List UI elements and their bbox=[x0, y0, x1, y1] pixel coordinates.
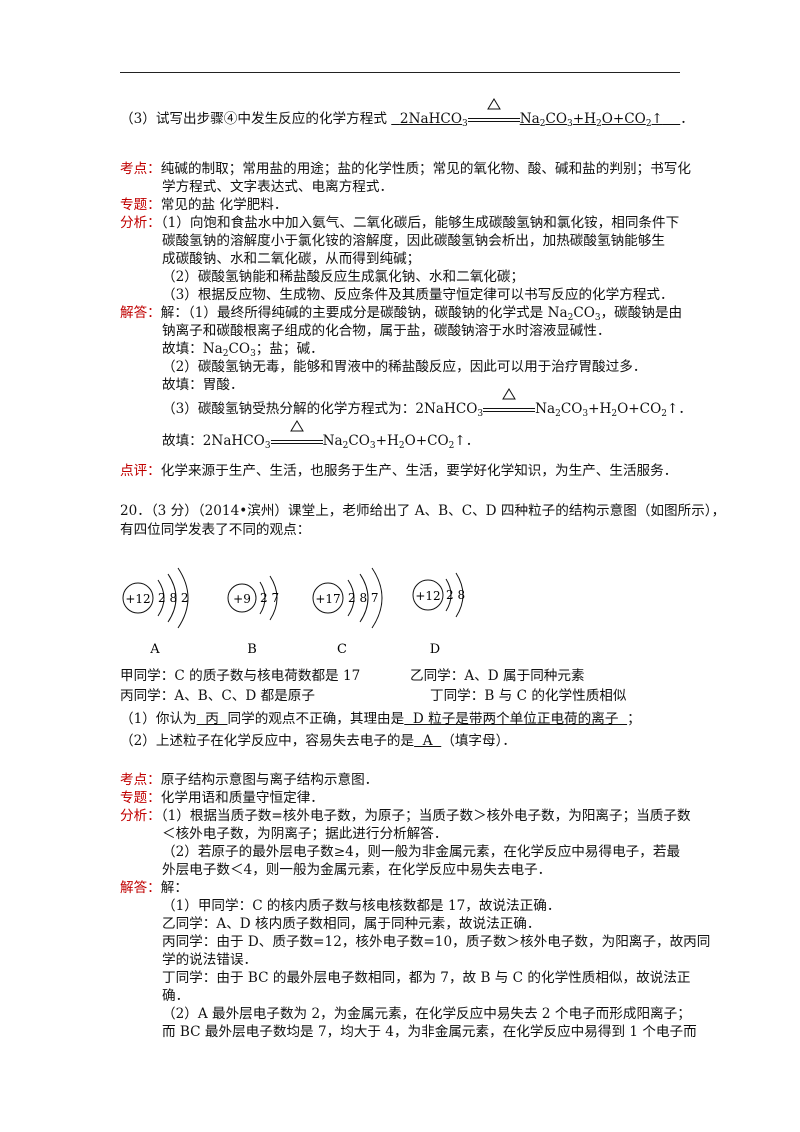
q20-fenxi-3: （2）若原子的最外层电子数≥4，则一般为非金属元素，在化学反应中易得电子，若最 bbox=[162, 844, 681, 860]
q19-fenxi: 分析：（1）向饱和食盐水中加入氨气、二氧化碳后，能够生成碳酸氢钠和氯化铵，相同条… bbox=[120, 215, 680, 231]
svg-text:+12: +12 bbox=[415, 589, 440, 603]
q20-fenxi-2: ＜核外电子数，为阴离子；据此进行分析解答． bbox=[162, 826, 448, 842]
q19-kaodian: 考点：纯碱的制取；常用盐的用途；盐的化学性质；常见的氧化物、酸、碱和盐的判别；书… bbox=[120, 161, 691, 177]
q19-zhuanti: 专题：常见的盐 化学肥料． bbox=[120, 197, 288, 213]
heat-equal-sign bbox=[483, 387, 536, 417]
q19-fenxi-4: （2）碳酸氢钠能和稀盐酸反应生成氯化钠、水和二氧化碳； bbox=[162, 269, 525, 285]
svg-text:+17: +17 bbox=[315, 592, 340, 606]
svg-text:2 8 2: 2 8 2 bbox=[158, 591, 189, 605]
q19-fenxi-2: 碳酸氢钠的溶解度小于氯化铵的溶解度，因此碳酸氢钠会析出，加热碳酸氢钠能够生 bbox=[162, 233, 665, 249]
q20-jieda-7: （2）A 最外层电子数为 2，为金属元素，在化学反应中易失去 2 个电子而形成阳… bbox=[162, 1006, 691, 1022]
q19-kaodian-2: 学方程式、文字表达式、电离方程式． bbox=[162, 179, 394, 195]
q20-jieda-4: 学的说法错误． bbox=[162, 952, 258, 968]
q20-part1-reason: D 粒子是带两个单位正电荷的离子 bbox=[404, 711, 628, 727]
q19-gutian-2: 故填：胃酸． bbox=[162, 377, 244, 393]
q19-fenxi-3: 成碳酸钠、水和二氧化碳，从而得到纯碱； bbox=[162, 251, 421, 267]
q20-jieda: 解答：解： bbox=[120, 880, 188, 896]
q20-fenxi-4: 外层电子数＜4，则一般为金属元素，在化学反应中易失去电子． bbox=[162, 862, 552, 878]
svg-text:C: C bbox=[337, 642, 347, 657]
q20-title: 20．（3 分）（2014•滨州）课堂上，老师给出了 A、B、C、D 四种粒子的… bbox=[120, 503, 726, 519]
q19-fenxi-5: （3）根据反应物、生成物、反应条件及其质量守恒定律可以书写反应的化学方程式． bbox=[162, 287, 674, 303]
heat-equal-sign bbox=[270, 419, 323, 449]
q20-kaodian: 考点：原子结构示意图与离子结构示意图． bbox=[120, 772, 379, 788]
heat-equal-sign bbox=[467, 97, 520, 127]
q19-jieda-2: 钠离子和碳酸根离子组成的化合物，属于盐，碳酸钠溶于水时溶液显碱性． bbox=[162, 323, 611, 339]
q19-gutian-1: 故填：Na2CO3；盐；碱． bbox=[162, 341, 324, 359]
atom-structure-diagrams: +12 2 8 2 A +9 2 7 B +17 2 8 7 C +12 2 8… bbox=[122, 567, 465, 657]
svg-text:+9: +9 bbox=[233, 592, 251, 606]
q20-jieda-5: 丁同学：由于 BC 的最外层电子数相同，都为 7，故 B 与 C 的化学性质相似… bbox=[162, 970, 691, 986]
q20-jieda-6: 确． bbox=[162, 988, 190, 1004]
q20-title-2: 有四位同学发表了不同的观点： bbox=[120, 522, 311, 538]
q20-part1-answer: 丙 bbox=[196, 711, 228, 727]
atom-a-diagram: +12 2 8 2 A bbox=[122, 567, 189, 657]
atom-d-diagram: +12 2 8 D bbox=[412, 572, 465, 657]
q20-yi: 乙同学：A、D 属于同种元素 bbox=[410, 668, 585, 684]
q20-fenxi: 分析：（1）根据当质子数=核外电子数，为原子；当质子数＞核外电子数，为阳离子；当… bbox=[120, 808, 691, 824]
svg-text:2 7: 2 7 bbox=[260, 591, 279, 605]
header-rule bbox=[120, 72, 680, 73]
svg-text:2 8 7: 2 8 7 bbox=[348, 591, 379, 605]
q19-jieda: 解答：解：（1）最终所得纯碱的主要成分是碳酸钠，碳酸钠的化学式是 Na2CO3，… bbox=[120, 305, 683, 323]
q19-jieda-3: （2）碳酸氢钠无毒，能够和胃液中的稀盐酸反应，因此可以用于治疗胃酸过多． bbox=[162, 359, 647, 375]
q20-jieda-3: 丙同学：由于 D、质子数=12，核外电子数=10，质子数＞核外电子数，为阳离子，… bbox=[162, 934, 711, 950]
q20-jieda-1: （1）甲同学：C 的核内质子数与核电核数都是 17，故说法正确． bbox=[162, 898, 561, 914]
q20-part2-answer: A bbox=[414, 733, 442, 749]
svg-text:B: B bbox=[247, 642, 257, 657]
svg-text:2 8: 2 8 bbox=[446, 588, 465, 602]
q20-jieda-8: 而 BC 最外层电子数均是 7，均大于 4，为非金属元素，在化学反应中易得到 1… bbox=[162, 1024, 697, 1040]
q20-jieda-2: 乙同学：A、D 核内质子数相同，属于同种元素，故说法正确． bbox=[162, 916, 541, 932]
svg-text:A: A bbox=[149, 642, 160, 657]
q20-bing: 丙同学：A、B、C、D 都是原子 bbox=[120, 688, 315, 704]
q20-part2: （2）上述粒子在化学反应中，容易失去电子的是 A （填字母）． bbox=[120, 733, 516, 749]
atom-c-diagram: +17 2 8 7 C bbox=[312, 567, 383, 657]
q19-dianping: 点评：化学来源于生产、生活，也服务于生产、生活，要学好化学知识，为生产、生活服务… bbox=[120, 463, 678, 479]
svg-text:D: D bbox=[430, 642, 440, 657]
q20-zhuanti: 专题：化学用语和质量守恒定律． bbox=[120, 790, 324, 806]
q20-part1: （1）你认为 丙 同学的观点不正确，其理由是 D 粒子是带两个单位正电荷的离子 … bbox=[120, 711, 641, 727]
q20-jia: 甲同学：C 的质子数与核电荷数都是 17 bbox=[120, 668, 361, 684]
q20-ding: 丁同学：B 与 C 的化学性质相似 bbox=[430, 688, 627, 704]
atom-b-diagram: +9 2 7 B bbox=[227, 575, 279, 657]
svg-text:+12: +12 bbox=[125, 592, 150, 606]
